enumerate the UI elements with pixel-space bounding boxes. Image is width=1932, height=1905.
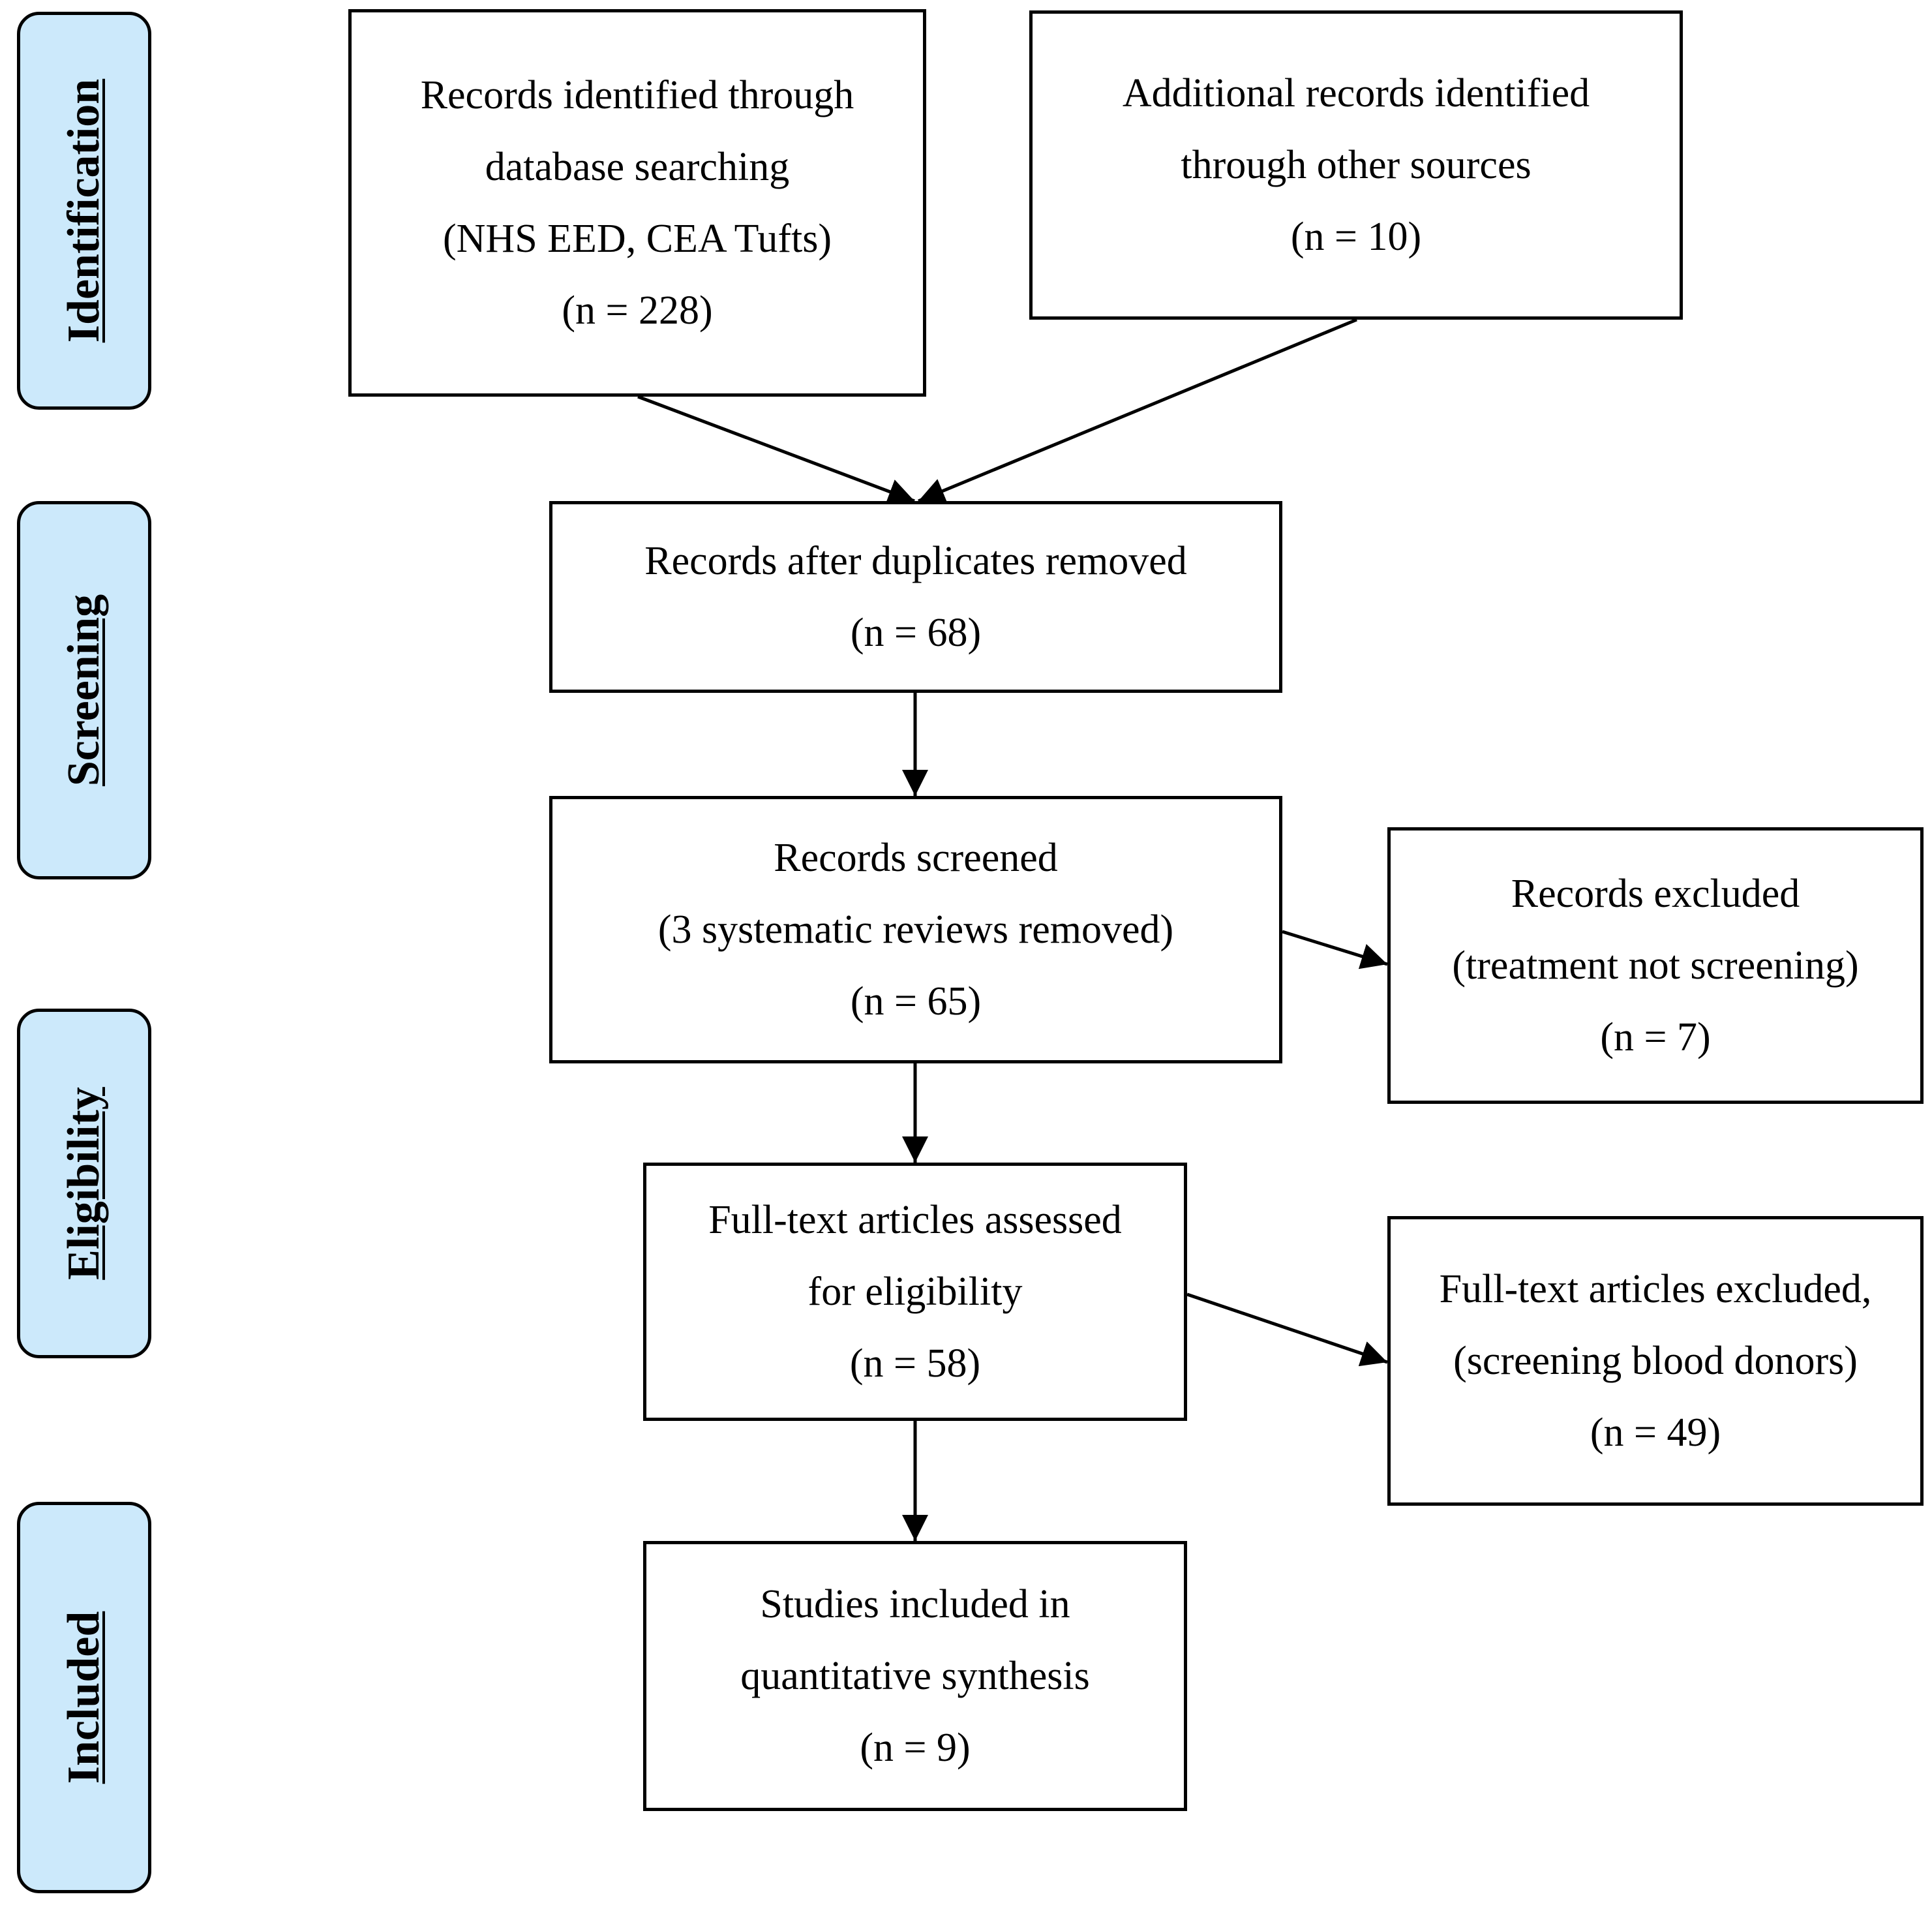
stage-included: Included (17, 1502, 151, 1893)
box-records-screened: Records screened (3 systematic reviews r… (549, 796, 1282, 1063)
stage-screening-label: Screening (59, 594, 109, 787)
box-count: (n = 228) (562, 288, 713, 333)
stage-eligibility: Eligibility (17, 1009, 151, 1358)
box-line: database searching (485, 145, 790, 189)
box-line: Records after duplicates removed (644, 539, 1187, 583)
box-line: quantitative synthesis (740, 1654, 1090, 1698)
box-count: (n = 9) (860, 1726, 971, 1770)
box-full-text-assessed: Full-text articles assessed for eligibil… (643, 1163, 1187, 1421)
box-database-records: Records identified through database sear… (348, 9, 926, 397)
arrow-other-to-duplicates (918, 318, 1357, 504)
stage-screening: Screening (17, 501, 151, 879)
box-line: Full-text articles excluded, (1439, 1267, 1872, 1311)
arrow-screened-to-excluded (1282, 930, 1388, 969)
box-other-records: Additional records identified through ot… (1029, 10, 1683, 320)
stage-included-label: Included (59, 1611, 109, 1784)
box-line: (NHS EED, CEA Tufts) (443, 217, 832, 261)
box-count: (n = 49) (1590, 1410, 1721, 1455)
box-line: for eligibility (808, 1270, 1023, 1314)
arrow-fulltext-to-excluded (1186, 1292, 1388, 1367)
box-line: Full-text articles assessed (708, 1198, 1122, 1242)
box-line: (3 systematic reviews removed) (657, 907, 1174, 952)
box-after-duplicates: Records after duplicates removed (n = 68… (549, 501, 1282, 693)
box-count: (n = 58) (849, 1341, 981, 1386)
box-count: (n = 68) (850, 611, 982, 655)
box-line: through other sources (1181, 143, 1532, 187)
box-full-text-excluded: Full-text articles excluded, (screening … (1387, 1216, 1924, 1506)
box-line: Records identified through (420, 73, 854, 117)
box-line: Records excluded (1511, 872, 1800, 916)
box-studies-included: Studies included in quantitative synthes… (643, 1541, 1187, 1811)
stage-identification-label: Identification (59, 78, 109, 343)
box-line: (treatment not screening) (1452, 943, 1859, 988)
box-count: (n = 10) (1290, 215, 1422, 259)
box-line: Additional records identified (1122, 71, 1590, 115)
box-records-excluded: Records excluded (treatment not screenin… (1387, 827, 1924, 1104)
arrow-database-to-duplicates (637, 395, 915, 504)
box-count: (n = 7) (1600, 1015, 1711, 1059)
stage-eligibility-label: Eligibility (59, 1087, 109, 1280)
box-line: Studies included in (760, 1582, 1070, 1626)
stage-identification: Identification (17, 12, 151, 410)
box-line: Records screened (774, 836, 1058, 880)
box-line: (screening blood donors) (1453, 1339, 1858, 1383)
box-count: (n = 65) (850, 979, 982, 1024)
